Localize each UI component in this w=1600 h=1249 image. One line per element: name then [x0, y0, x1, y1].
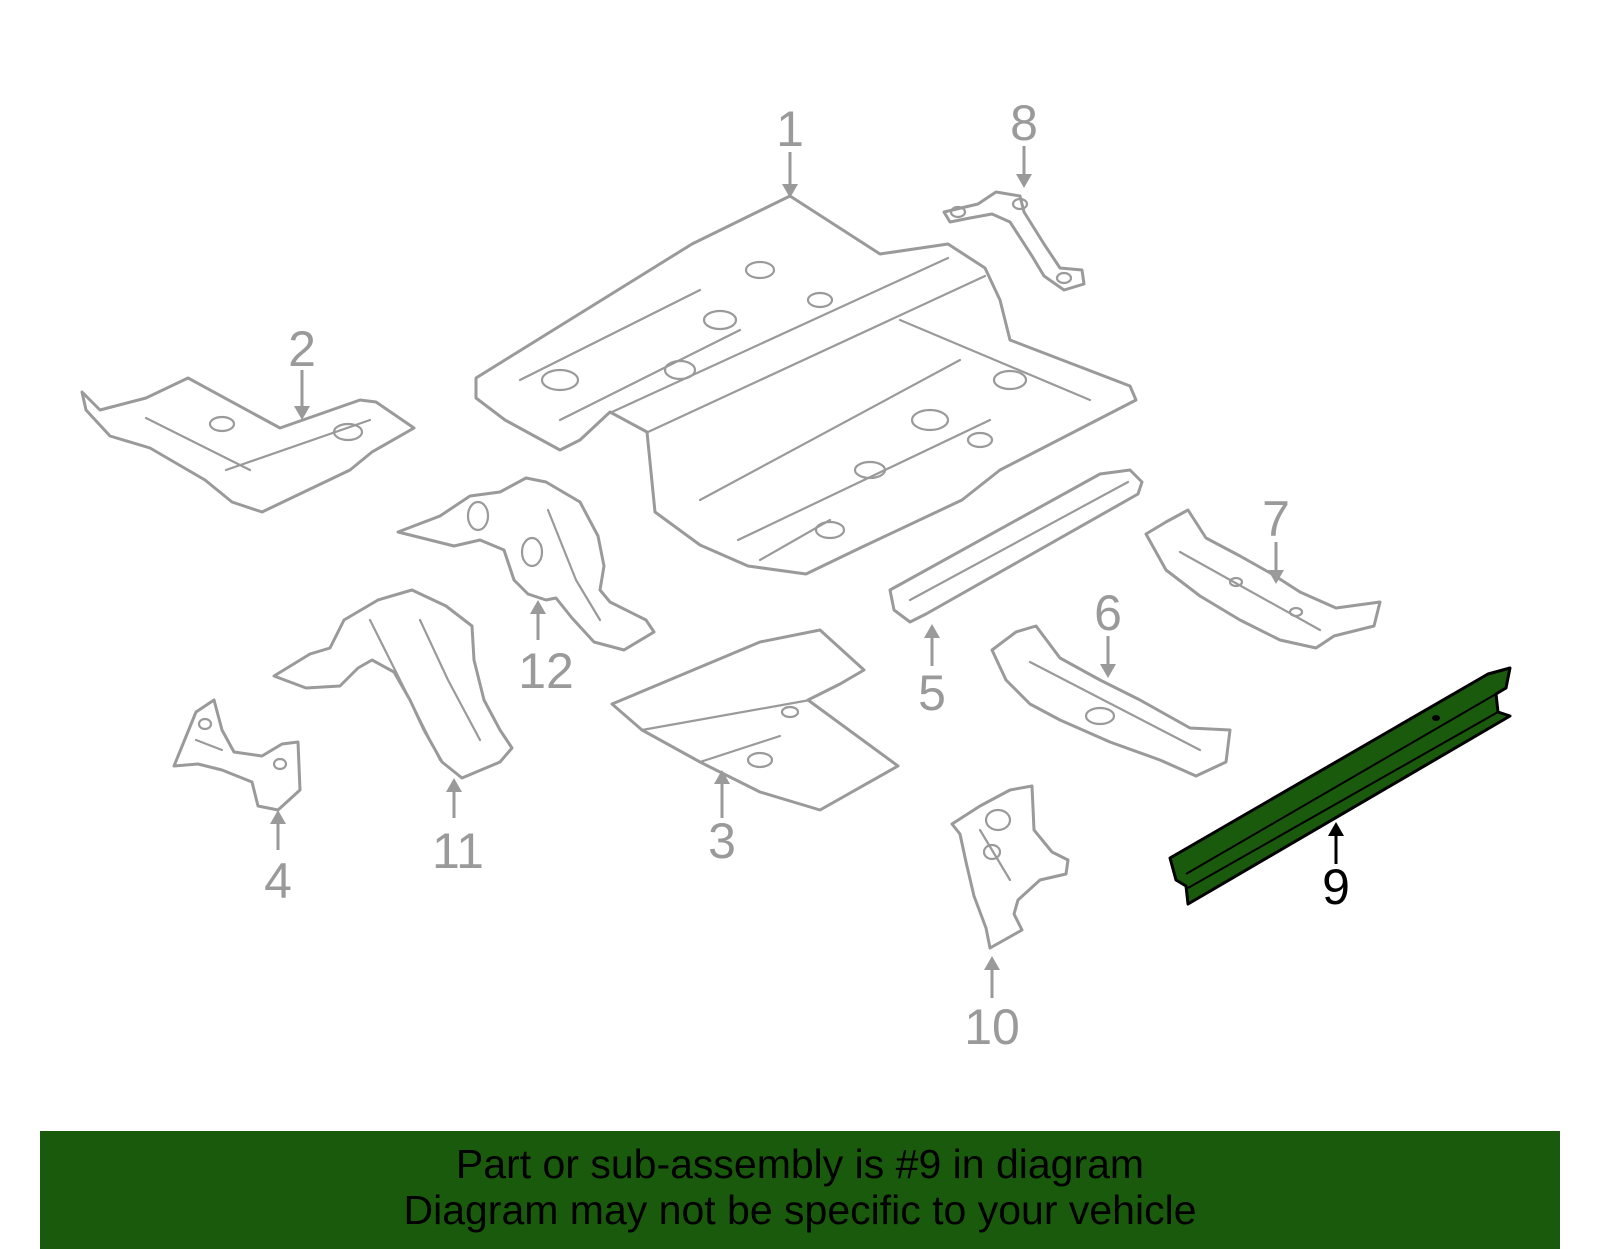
callout-6: 6	[1094, 585, 1122, 678]
callout-7-arrowhead	[1268, 570, 1284, 584]
part-10-pillar[interactable]	[950, 784, 1070, 950]
callout-6-arrowhead	[1100, 664, 1116, 678]
callout-9-arrowhead	[1328, 822, 1344, 836]
callout-7: 7	[1262, 491, 1290, 584]
callout-1-label: 1	[776, 101, 804, 157]
callout-3-label: 3	[708, 813, 736, 869]
callout-10: 10	[964, 956, 1020, 1055]
callout-4-label: 4	[264, 853, 292, 909]
callout-8: 8	[1010, 95, 1038, 188]
callout-11-label: 11	[432, 823, 484, 879]
callout-12-label: 12	[518, 643, 574, 699]
part-6-reinforcement[interactable]	[990, 624, 1232, 778]
callout-11: 11	[432, 778, 484, 879]
callout-2: 2	[288, 321, 316, 420]
part-5-crossmember[interactable]	[888, 468, 1144, 624]
callout-5: 5	[918, 624, 946, 721]
callout-2-label: 2	[288, 321, 316, 377]
part-11-wheelhouse[interactable]	[272, 588, 514, 780]
callout-12: 12	[518, 600, 574, 699]
callout-7-label: 7	[1262, 491, 1290, 547]
callout-10-label: 10	[964, 999, 1020, 1055]
callout-3-arrowhead	[714, 770, 730, 784]
banner-line-2: Diagram may not be specific to your vehi…	[403, 1187, 1197, 1233]
part-4-bracket[interactable]	[172, 698, 302, 812]
callout-5-arrowhead	[924, 624, 940, 638]
callout-8-arrowhead	[1016, 174, 1032, 188]
callout-11-arrowhead	[446, 778, 462, 792]
callout-4-arrowhead	[270, 810, 286, 824]
callout-9: 9	[1322, 822, 1350, 915]
callout-4: 4	[264, 810, 292, 909]
callout-2-arrowhead	[294, 406, 310, 420]
callout-1-arrowhead	[782, 184, 798, 198]
parts-diagram: 1 2 3 4	[80, 95, 1512, 1055]
part-8-bracket[interactable]	[942, 190, 1086, 292]
banner-line-1: Part or sub-assembly is #9 in diagram	[455, 1141, 1145, 1187]
part-7-reinforcement[interactable]	[1144, 508, 1382, 650]
part-2-floor-panel[interactable]	[80, 376, 416, 514]
part-9-highlighted-rail[interactable]	[1168, 666, 1512, 906]
callout-3: 3	[708, 770, 736, 869]
callout-12-arrowhead	[530, 600, 546, 614]
callout-5-label: 5	[918, 665, 946, 721]
info-banner: Part or sub-assembly is #9 in diagram Di…	[40, 1131, 1560, 1249]
callout-10-arrowhead	[984, 956, 1000, 970]
part-12-wheelhouse-inner[interactable]	[396, 476, 656, 652]
callout-8-label: 8	[1010, 95, 1038, 151]
part-3-floor-panel[interactable]	[610, 628, 900, 812]
callout-9-label: 9	[1322, 859, 1350, 915]
callout-6-label: 6	[1094, 585, 1122, 641]
callout-1: 1	[776, 101, 804, 198]
part-1-floor-pan[interactable]	[474, 194, 1138, 576]
